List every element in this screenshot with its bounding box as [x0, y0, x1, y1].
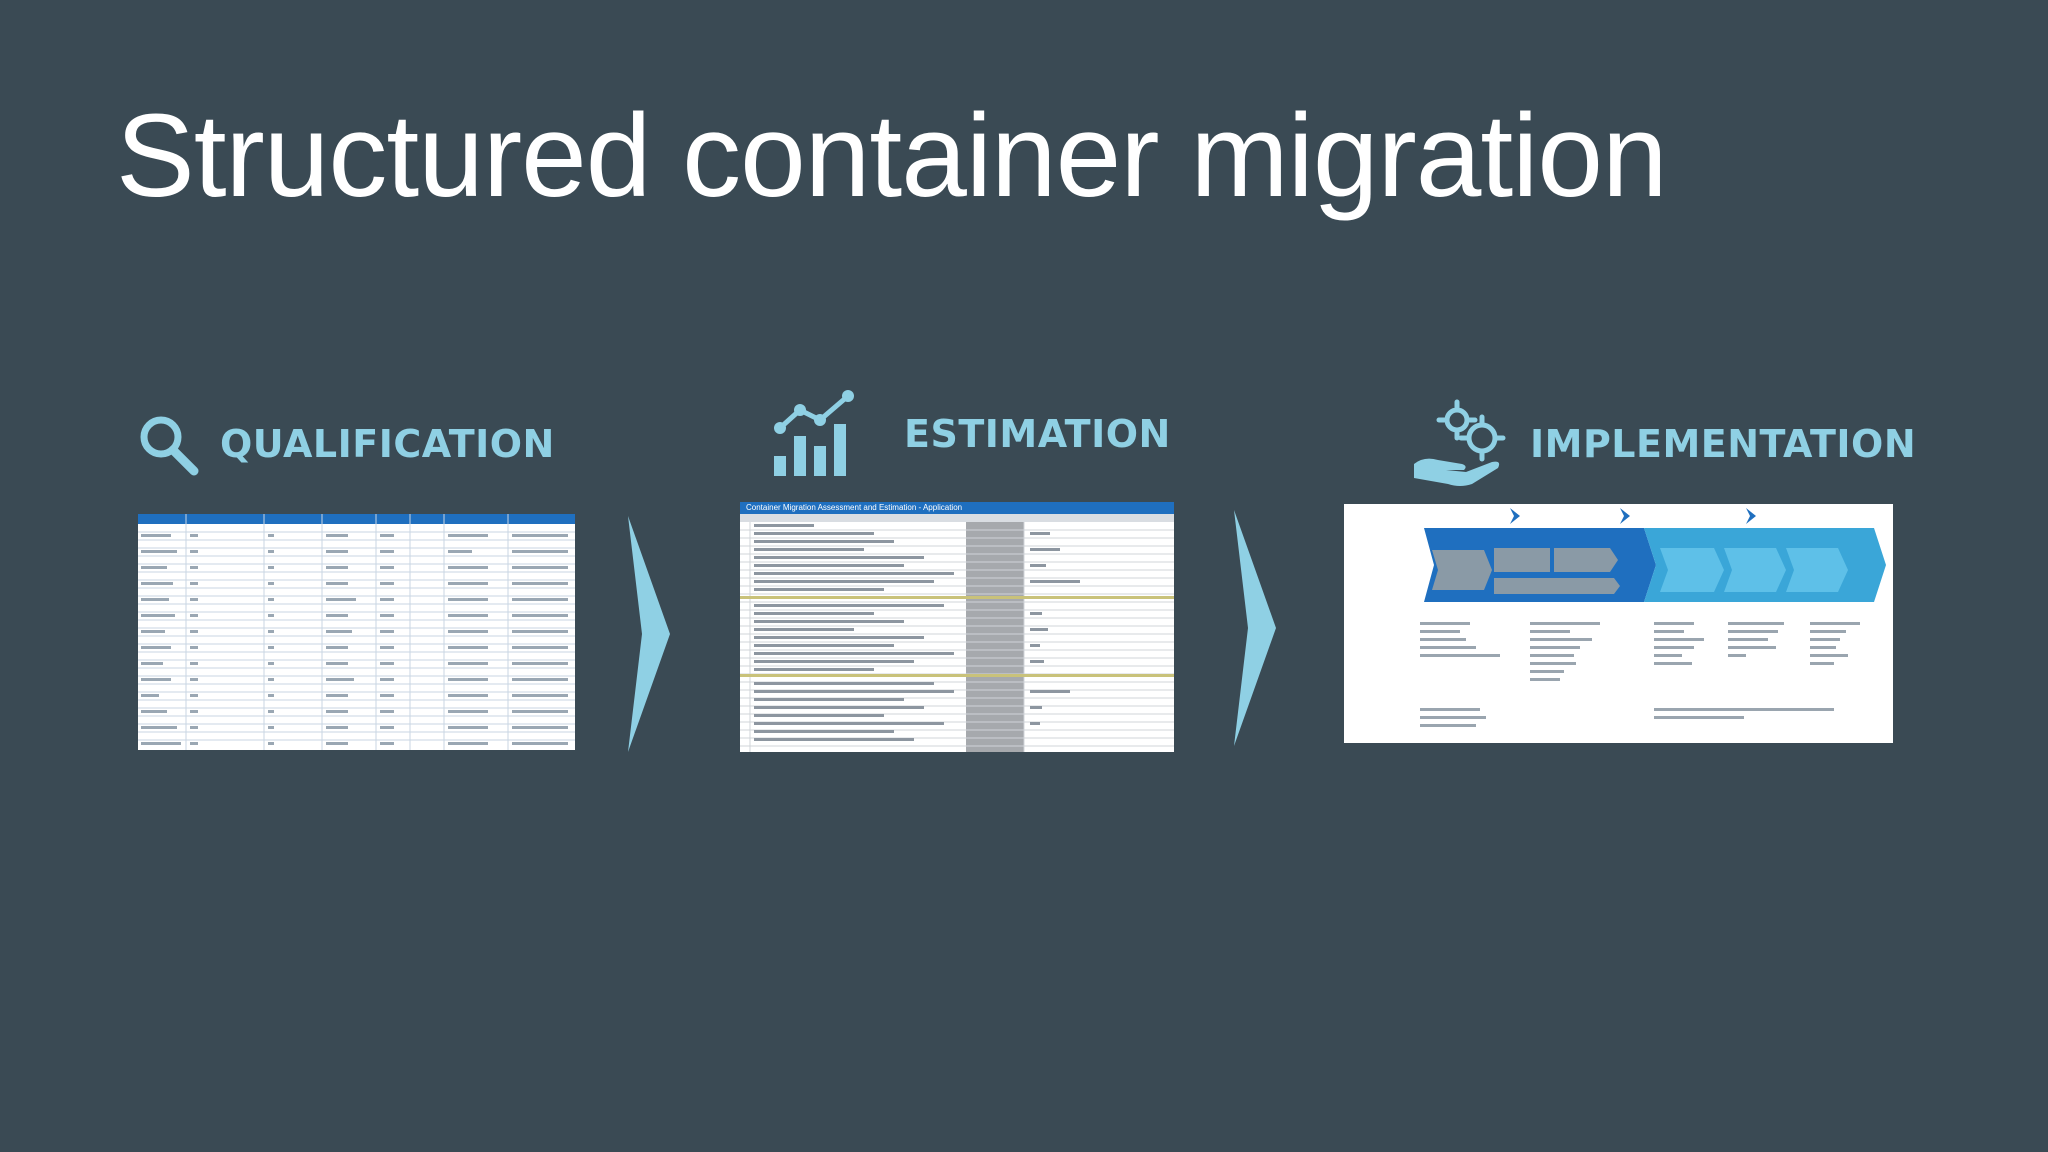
chevron-arrow-icon — [1234, 510, 1276, 746]
spreadsheet-image — [138, 514, 575, 750]
estimation-sheet-preview: Container Migration Assessment and Estim… — [740, 502, 1174, 752]
qualification-spreadsheet-preview — [138, 514, 575, 750]
chevron-arrow-icon — [628, 516, 670, 752]
bar-chart-trend-icon — [774, 390, 854, 476]
implementation-plan-preview — [1344, 504, 1893, 743]
phase-label: ESTIMATION — [904, 412, 1171, 456]
sheet-body-image — [740, 514, 1174, 752]
hand-gears-icon — [1414, 399, 1506, 486]
phase-label: IMPLEMENTATION — [1530, 422, 1917, 466]
sheet-header: Container Migration Assessment and Estim… — [740, 502, 1174, 514]
phase-qualification: QUALIFICATION — [136, 412, 555, 476]
magnifier-icon — [140, 416, 199, 476]
phase-estimation: ESTIMATION — [768, 388, 1171, 480]
phase-label: QUALIFICATION — [220, 422, 555, 466]
slide-title: Structured container migration — [116, 90, 1668, 222]
phase-implementation: IMPLEMENTATION — [1410, 398, 1916, 490]
plan-diagram-image — [1420, 508, 1886, 727]
